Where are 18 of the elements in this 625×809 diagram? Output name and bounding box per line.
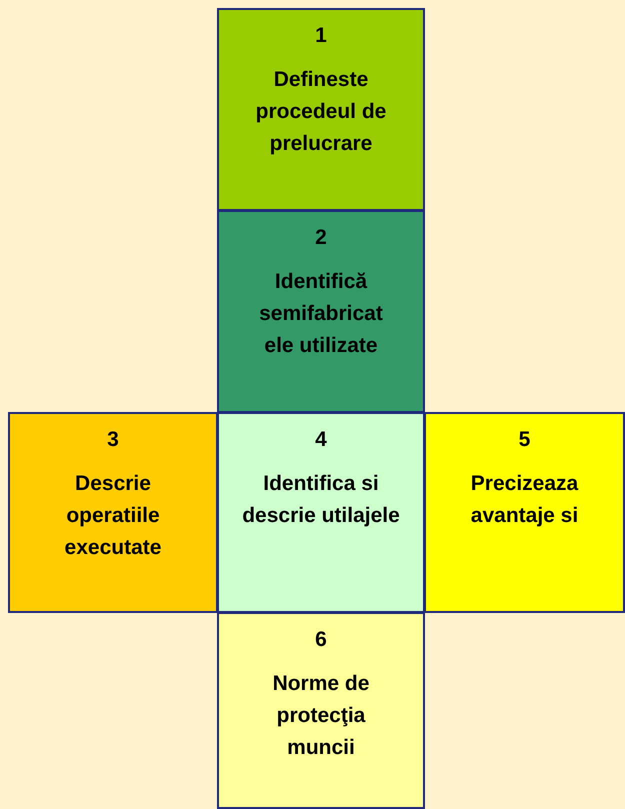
box-text: Identifica si descrie utilajele [241, 471, 401, 529]
box-text: Defineste procedeul de prelucrare [254, 67, 388, 157]
topic-box [217, 612, 425, 809]
topic-box [217, 412, 425, 613]
box-number: 2 [315, 226, 327, 250]
topic-box [424, 412, 625, 613]
box-number: 5 [518, 428, 530, 452]
box-number: 4 [315, 428, 327, 452]
topic-box [217, 210, 425, 413]
box-text: Norme de protecţia muncii [272, 671, 370, 761]
topic-box [217, 8, 425, 211]
box-number: 3 [107, 428, 119, 452]
box-text: Descrie operatiile executate [64, 471, 162, 561]
box-text: Precizeaza avantaje si [470, 471, 580, 529]
box-number: 6 [315, 628, 327, 652]
topic-box [8, 412, 218, 613]
box-number: 1 [315, 24, 327, 48]
box-text: Identifică semifabricat ele utilizate [258, 269, 384, 359]
